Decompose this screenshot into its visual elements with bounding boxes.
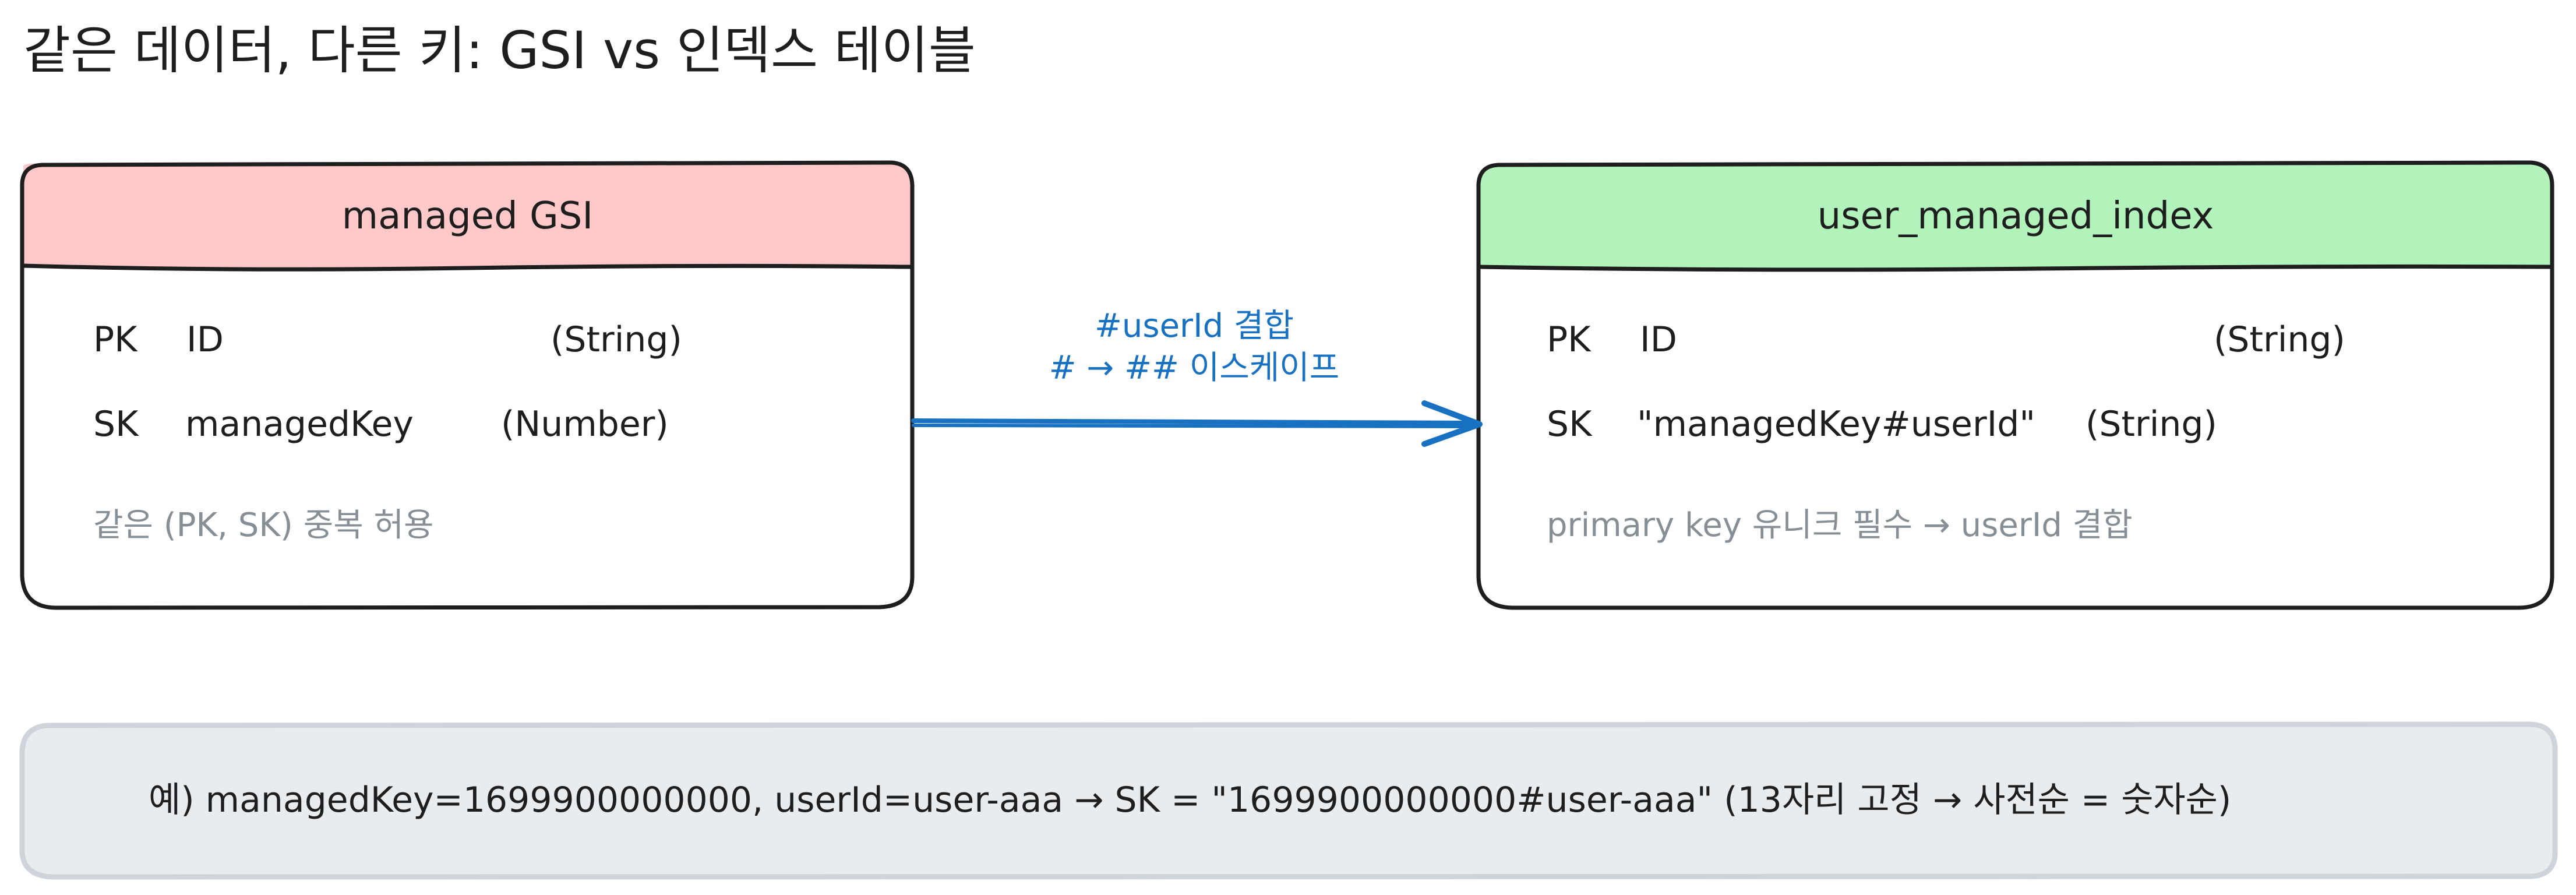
left-box-note: 같은 (PK, SK) 중복 허용	[93, 506, 434, 544]
left-box-outline	[20, 160, 915, 610]
left-box-header-divider	[23, 263, 913, 272]
right-box-header-fill	[1480, 163, 2552, 268]
left-sk-type: (Number)	[501, 404, 669, 445]
arrow-head	[1421, 400, 1483, 447]
example-box	[19, 721, 2558, 880]
right-sk-type: (String)	[2085, 404, 2217, 445]
right-box-outline	[1476, 160, 2554, 610]
left-box-title: managed GSI	[341, 195, 594, 238]
right-pk-type: (String)	[2214, 319, 2345, 360]
arrow-label-line1: #userId 결합	[1095, 307, 1294, 345]
left-pk-name: ID	[186, 319, 224, 360]
right-box-header-divider	[1479, 264, 2553, 272]
example-text: 예) managedKey=1699900000000, userId=user…	[149, 780, 2232, 820]
right-box-note: primary key 유니크 필수 → userId 결합	[1547, 506, 2133, 544]
arrow-label-line2: # → ## 이스케이프	[1049, 349, 1340, 387]
right-sk-name: "managedKey#userId"	[1637, 404, 2035, 445]
right-pk-name: ID	[1640, 319, 1677, 360]
left-sk-name: managedKey	[185, 404, 414, 445]
left-pk-tag: PK	[93, 319, 137, 360]
right-table-box	[1476, 160, 2554, 610]
left-sk-tag: SK	[93, 404, 139, 445]
left-pk-type: (String)	[551, 319, 682, 360]
right-sk-tag: SK	[1547, 404, 1592, 445]
mapping-arrow	[911, 400, 1483, 447]
left-table-box	[20, 160, 915, 610]
right-box-title: user_managed_index	[1817, 195, 2214, 238]
page-title: 같은 데이터, 다른 키: GSI vs 인덱스 테이블	[23, 20, 976, 80]
left-box-header-fill	[23, 163, 912, 268]
right-pk-tag: PK	[1547, 319, 1591, 360]
